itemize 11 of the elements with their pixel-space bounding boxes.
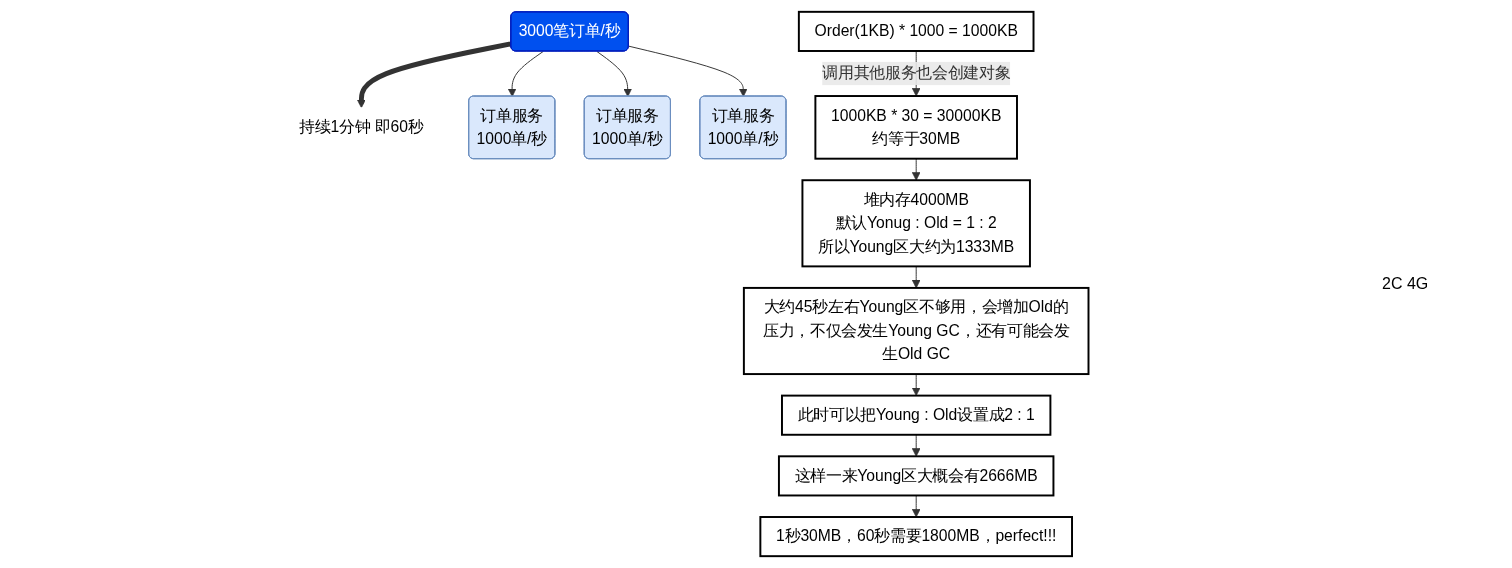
arrow <box>357 41 512 109</box>
node-box: 1000KB * 30 = 30000KB 约等于30MB <box>814 95 1018 160</box>
node-box: Order(1KB) * 1000 = 1000KB <box>797 10 1035 52</box>
node-box: 1秒30MB，60秒需要1800MB，perfect!!! <box>759 516 1073 558</box>
node-box: 大约45秒左右Young区不够用，会增加Old的压力，不仅会发生Young GC，还有可能会发生Old GC <box>742 286 1090 376</box>
node-box: 堆内存4000MB 默认Yonug : Old = 1 : 2 所以Young区大约为1333MB <box>801 179 1031 268</box>
node-box: 这样一来Young区大概会有2666MB <box>777 455 1055 497</box>
node-text: 持续1分钟 即60秒 <box>299 118 424 136</box>
edge-label: 调用其他服务也会创建对象 <box>822 64 1011 82</box>
note-text: 2C 4G <box>1382 275 1430 293</box>
node-box: 此时可以把Young : Old设置成2 : 1 <box>781 394 1052 436</box>
